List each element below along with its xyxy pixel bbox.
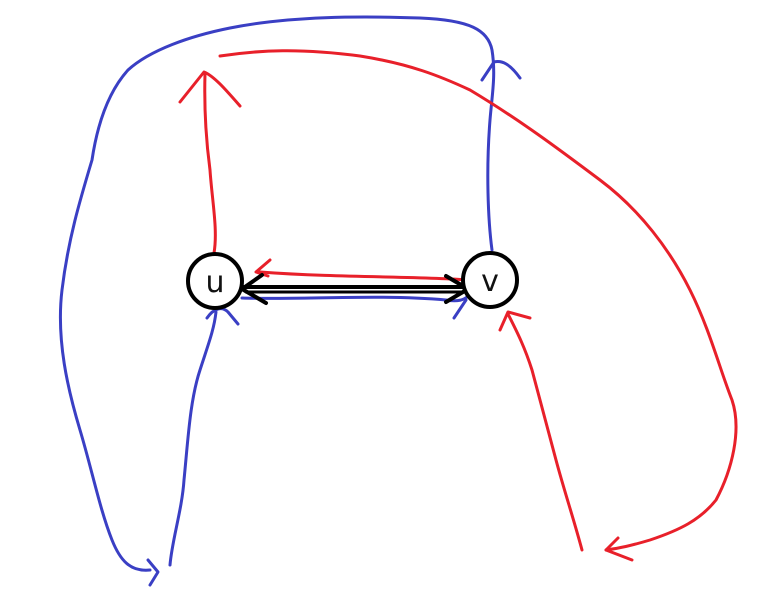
node-v: v: [461, 251, 519, 309]
blue-loop-edge-v-outer: [58, 15, 496, 572]
blue-edge-into-u: [168, 310, 218, 567]
node-v-circle: [461, 251, 519, 309]
blue-arrowhead-top-right: [480, 60, 522, 82]
node-v-label: v: [481, 264, 499, 299]
blue-edge-u-to-v: [240, 294, 470, 303]
red-edge-v-to-u: [258, 270, 470, 282]
red-edge-into-v: [506, 312, 584, 552]
red-arrowhead-top-left: [178, 70, 242, 108]
blue-arrowhead-bottom-left: [146, 558, 160, 587]
red-arrowhead-u-right: [254, 258, 272, 278]
red-loop-edge-outer: [218, 49, 738, 552]
node-u-circle: [186, 252, 244, 310]
red-edge-u-up: [203, 72, 217, 255]
blue-arrowhead-u-bottom: [205, 307, 240, 326]
node-u-label: u: [205, 265, 224, 300]
blue-arrowhead-v-bottom: [452, 298, 468, 320]
red-arrowhead-v-bottom: [498, 310, 532, 332]
node-u: u: [186, 252, 244, 310]
red-arrowhead-bottom-right: [604, 536, 634, 562]
